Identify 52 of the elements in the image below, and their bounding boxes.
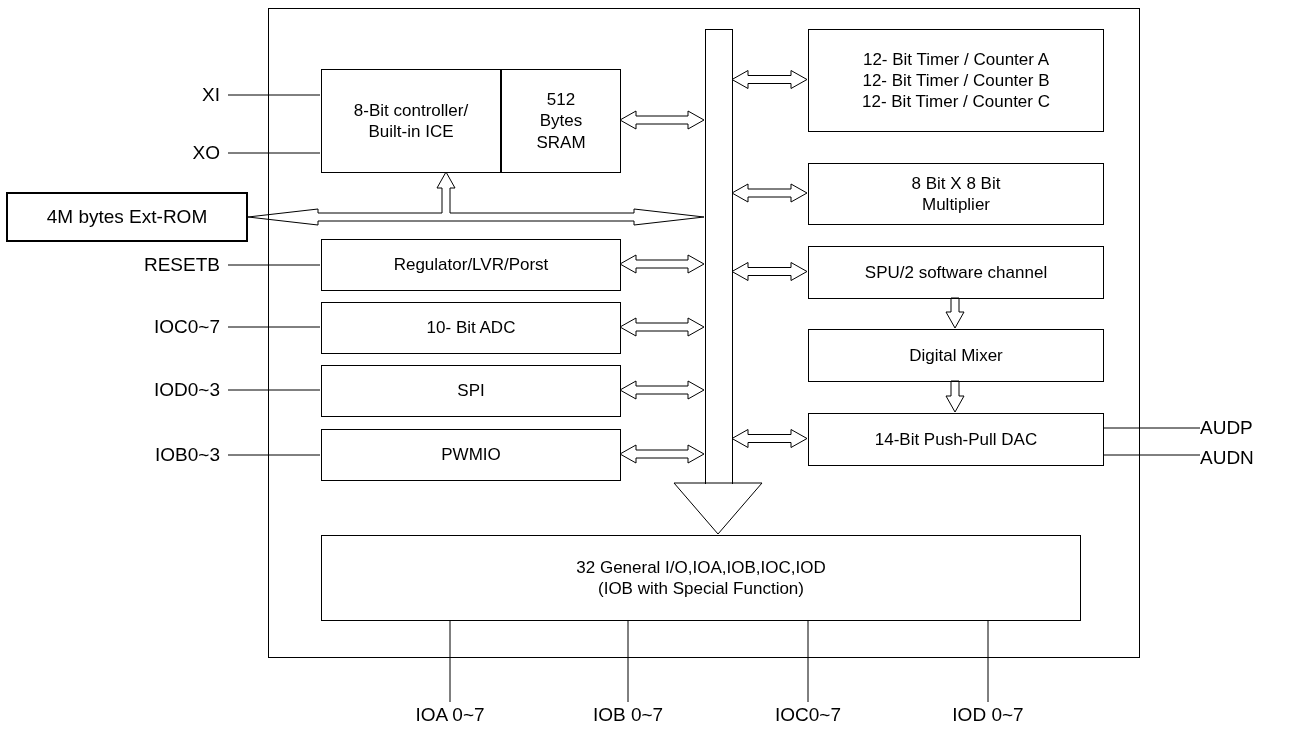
connector-line xyxy=(227,389,321,391)
double-arrow xyxy=(731,262,808,281)
pin-label: IOA 0~7 xyxy=(405,702,495,728)
chip-outline xyxy=(268,8,1140,658)
double-arrow xyxy=(619,254,705,274)
connector-line xyxy=(627,619,629,703)
connector-line xyxy=(987,619,989,703)
bus-arrow xyxy=(673,482,763,535)
block-box: 32 General I/O,IOA,IOB,IOC,IOD (IOB with Special Function) xyxy=(321,535,1081,621)
connector-line xyxy=(227,264,321,266)
double-arrow xyxy=(619,110,705,130)
double-arrow xyxy=(731,70,808,89)
block-box: Digital Mixer xyxy=(808,329,1104,382)
pin-label: RESETB xyxy=(130,252,228,278)
bus-arrow xyxy=(247,171,705,226)
connector-line xyxy=(1102,427,1201,429)
double-arrow xyxy=(619,380,705,400)
double-arrow xyxy=(731,183,808,203)
connector-line xyxy=(807,619,809,703)
block-box: SPI xyxy=(321,365,621,417)
pin-label: IOC0~7 xyxy=(130,314,228,340)
connector-line xyxy=(227,454,321,456)
pin-label: AUDP xyxy=(1200,415,1260,441)
pin-label: IOB0~3 xyxy=(130,442,228,468)
block-box: 10- Bit ADC xyxy=(321,302,621,354)
pin-label: IOD 0~7 xyxy=(943,702,1033,728)
block-box: 8-Bit controller/ Built-in ICE xyxy=(321,69,501,173)
block-box: PWMIO xyxy=(321,429,621,481)
double-arrow xyxy=(619,317,705,337)
hollow-arrow xyxy=(945,380,965,413)
connector-line xyxy=(449,619,451,703)
double-arrow xyxy=(619,444,705,464)
connector-line xyxy=(227,326,321,328)
pin-label: XO xyxy=(180,140,228,166)
block-box: 4M bytes Ext-ROM xyxy=(6,192,248,242)
pin-label: AUDN xyxy=(1200,445,1260,471)
connector-line xyxy=(227,94,321,96)
double-arrow xyxy=(731,429,808,448)
bus-bar xyxy=(705,29,733,484)
block-box: 512 Bytes SRAM xyxy=(501,69,621,173)
block-box: 12- Bit Timer / Counter A 12- Bit Timer / Counter B 12- Bit Timer / Counter C xyxy=(808,29,1104,132)
pin-label: XI xyxy=(180,82,228,108)
block-box: 14-Bit Push-Pull DAC xyxy=(808,413,1104,466)
connector-line xyxy=(227,152,321,154)
block-box: Regulator/LVR/Porst xyxy=(321,239,621,291)
block-box: 8 Bit X 8 Bit Multiplier xyxy=(808,163,1104,225)
pin-label: IOC0~7 xyxy=(763,702,853,728)
pin-label: IOB 0~7 xyxy=(583,702,673,728)
connector-line xyxy=(1102,454,1201,456)
pin-label: IOD0~3 xyxy=(130,377,228,403)
hollow-arrow xyxy=(945,297,965,329)
block-box: SPU/2 software channel xyxy=(808,246,1104,299)
